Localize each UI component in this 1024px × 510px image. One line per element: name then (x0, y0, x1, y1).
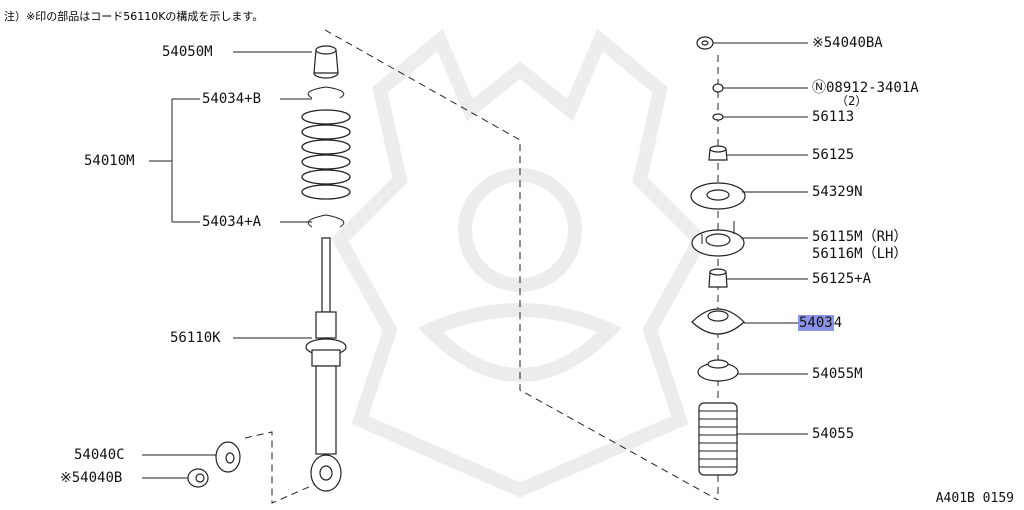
label-54050M[interactable]: 54050M (162, 44, 213, 60)
small-washer-part (712, 113, 724, 121)
label-54055[interactable]: 54055 (812, 426, 855, 442)
label-54010M[interactable]: 54010M (84, 153, 135, 169)
label-54034-highlighted[interactable]: 54034 (798, 315, 842, 331)
label-56115M-RH[interactable]: 56115M（RH） (812, 229, 908, 245)
bump-stop-part (313, 45, 339, 79)
dust-cover-seat-part (697, 359, 739, 382)
mount-plate-part (690, 182, 746, 210)
label-54040BA[interactable]: ※54040BA (812, 35, 883, 51)
spring-seat-part (691, 308, 745, 335)
label-54034-B[interactable]: 54034+B (202, 91, 262, 107)
small-nut-part (712, 83, 724, 93)
parts-note: 注）※印の部品はコード56110Kの構成を示します。 (4, 10, 264, 23)
label-54329N[interactable]: 54329N (812, 184, 863, 200)
label-54034-A[interactable]: 54034+A (202, 214, 262, 230)
shock-absorber-part (305, 237, 347, 492)
label-56110K[interactable]: 56110K (170, 330, 221, 346)
coil-spring-part (301, 109, 351, 200)
label-54034-highlight: 5403 (798, 315, 834, 331)
label-54055M[interactable]: 54055M (812, 366, 863, 382)
lower-nut-part (187, 468, 209, 488)
label-56113[interactable]: 56113 (812, 109, 855, 125)
label-54034-suffix: 4 (833, 315, 843, 331)
assembly-group-outline-lower (244, 431, 326, 504)
label-08912-quantity: （2） (836, 94, 868, 108)
strut-mount-part (691, 221, 745, 257)
top-nut-part (696, 36, 714, 50)
bushing-part (708, 145, 728, 161)
label-08912-3401A[interactable]: Ⓝ08912-3401A (812, 80, 919, 96)
lower-bushing-part (708, 268, 728, 288)
label-54040B[interactable]: ※54040B (60, 470, 123, 486)
label-54040C[interactable]: 54040C (74, 447, 125, 463)
lower-spring-seat-part (307, 214, 345, 228)
label-56116M-LH[interactable]: 56116M（LH） (812, 246, 908, 262)
assembly-group-outline (324, 29, 719, 501)
label-56125-A[interactable]: 56125+A (812, 271, 872, 287)
lower-washer-part (215, 441, 241, 473)
upper-spring-seat-part (307, 86, 345, 99)
diagram-reference-code: A401B 0159 (935, 491, 1014, 506)
dust-boot-part (698, 402, 738, 476)
label-56125[interactable]: 56125 (812, 147, 855, 163)
